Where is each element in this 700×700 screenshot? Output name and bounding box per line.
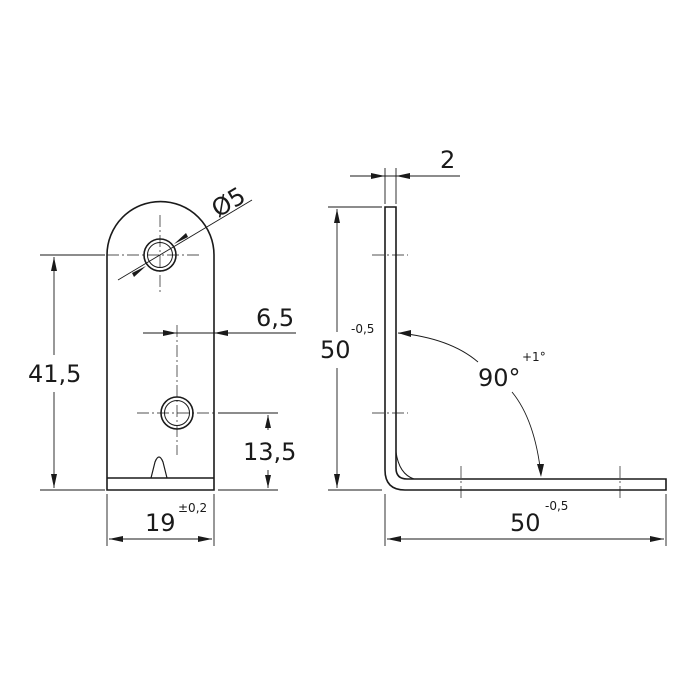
horizontal-leg-label: 50 — [510, 509, 541, 537]
angle-arrow-bottom — [537, 464, 544, 477]
vertical-leg-label: 50 — [320, 336, 351, 364]
hole-offset-arrow-right — [214, 330, 228, 336]
angle-tolerance: +1° — [522, 350, 546, 364]
height-label: 41,5 — [28, 360, 81, 388]
width-tolerance: ±0,2 — [178, 501, 207, 515]
angle-arrow-top — [398, 330, 411, 337]
side-view-profile — [384, 206, 667, 491]
thickness-arrow-right — [396, 173, 410, 179]
height-arrow-top — [51, 257, 57, 271]
thickness-label: 2 — [440, 146, 455, 174]
diameter-leader — [117, 199, 253, 281]
vertical-leg-arrow-bottom — [334, 474, 340, 488]
bend-radius-line — [395, 451, 415, 480]
diameter-arrow-1 — [132, 266, 146, 277]
vertical-leg-tolerance: -0,5 — [351, 322, 374, 336]
vertical-leg-arrow-top — [334, 209, 340, 223]
hole-height-arrow-bottom — [265, 475, 271, 488]
diameter-arrow-2 — [174, 233, 188, 244]
height-arrow-bottom — [51, 474, 57, 488]
width-label: 19 — [145, 509, 176, 537]
width-arrow-left — [109, 536, 123, 542]
width-arrow-right — [198, 536, 212, 542]
front-view-outline — [106, 200, 215, 491]
angle-arc-upper — [397, 332, 479, 363]
hole-offset-label: 6,5 — [256, 304, 294, 332]
horizontal-leg-arrow-right — [650, 536, 664, 542]
hole-diameter-label: Ø5 — [207, 182, 251, 224]
relief-notch — [150, 456, 168, 479]
hole-height-label: 13,5 — [243, 438, 296, 466]
side-view: 2 50 -0,5 90° +1° 50 -0,5 — [320, 146, 667, 546]
hole-offset-arrow-left — [163, 330, 177, 336]
horizontal-leg-arrow-left — [387, 536, 401, 542]
thickness-arrow-left — [371, 173, 385, 179]
angle-label: 90° — [478, 364, 521, 392]
horizontal-leg-tolerance: -0,5 — [545, 499, 568, 513]
hole-height-arrow-top — [265, 415, 271, 428]
front-view: Ø5 41,5 6,5 13,5 19 ±0,2 — [28, 182, 296, 546]
angle-arc-lower — [511, 391, 542, 476]
